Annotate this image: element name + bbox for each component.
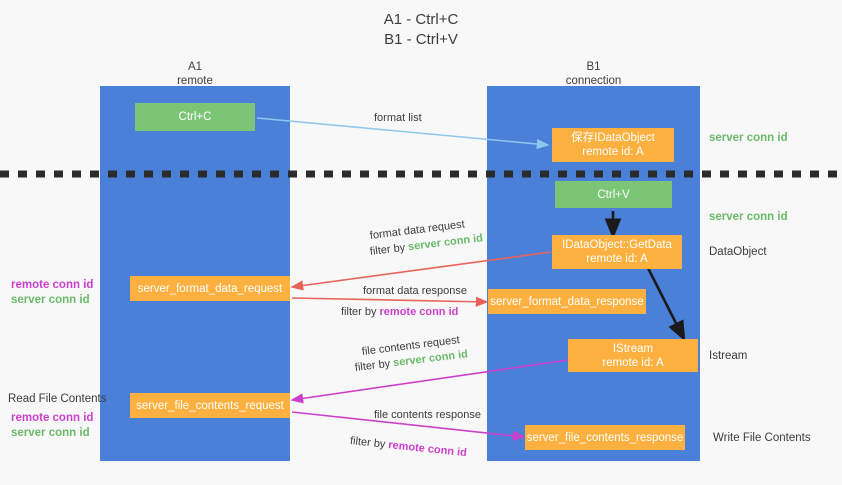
filter-value-remote-conn-id: remote conn id [379,306,459,318]
label-server-conn-id-top: server conn id [709,132,788,144]
node-format-data-request[interactable]: server_format_data_request [130,276,290,301]
node-istream-label: IStream remote id: A [602,342,664,369]
label-remote-conn-id-1: remote conn id [11,279,94,291]
filter-prefix: filter by [349,435,389,451]
node-file-contents-request[interactable]: server_file_contents_request [130,393,290,418]
label-server-conn-id-mid: server conn id [709,211,788,223]
label-dataobject: DataObject [709,246,767,258]
column-header-b1: B1 connection [565,61,622,87]
node-format-data-response-label: server_format_data_response [490,295,644,308]
node-ctrl-c[interactable]: Ctrl+C [135,103,255,131]
label-server-conn-id-2: server conn id [11,427,90,439]
label-write-file-contents: Write File Contents [713,432,811,444]
left-conn-ids-1: remote conn id server conn id [11,278,93,308]
edge-filter-format-data-response: filter by remote conn id [341,305,458,320]
label-server-conn-id-1: server conn id [11,294,90,306]
edge-filter-file-contents-response: filter by remote conn id [349,434,467,461]
node-getdata-label: IDataObject::GetData remote id: A [562,239,672,265]
node-format-data-request-label: server_format_data_request [137,282,283,295]
node-ctrl-c-label: Ctrl+C [178,111,212,123]
label-read-file-contents: Read File Contents [8,393,107,405]
node-format-data-response[interactable]: server_format_data_response [488,289,646,314]
node-file-contents-response-label: server_file_contents_response [526,431,684,444]
node-save-dataobject-label: 保存IDataObject remote id: A [571,132,655,158]
node-ctrl-v[interactable]: Ctrl+V [555,181,672,208]
node-file-contents-response[interactable]: server_file_contents_response [525,425,685,450]
node-save-dataobject[interactable]: 保存IDataObject remote id: A [552,128,674,162]
column-header-a1: A1 remote [177,61,213,87]
node-file-contents-request-label: server_file_contents_request [136,399,284,412]
filter-prefix: filter by [341,306,380,318]
node-ctrl-v-label: Ctrl+V [597,188,630,201]
label-istream: Istream [709,350,748,362]
filter-value-remote-conn-id: remote conn id [387,439,468,460]
edge-label-file-contents-response: file contents response [374,409,482,421]
filter-prefix: filter by [369,241,409,258]
filter-prefix: filter by [354,357,394,374]
node-istream[interactable]: IStream remote id: A [568,339,698,372]
edge-label-format-data-response: format data response [363,285,467,297]
page-title: A1 - Ctrl+C B1 - Ctrl+V [383,11,459,48]
node-getdata[interactable]: IDataObject::GetData remote id: A [552,235,682,269]
edge-label-format-list: format list [374,112,422,124]
left-conn-ids-2: remote conn id server conn id [11,411,93,441]
label-remote-conn-id-2: remote conn id [11,412,94,424]
